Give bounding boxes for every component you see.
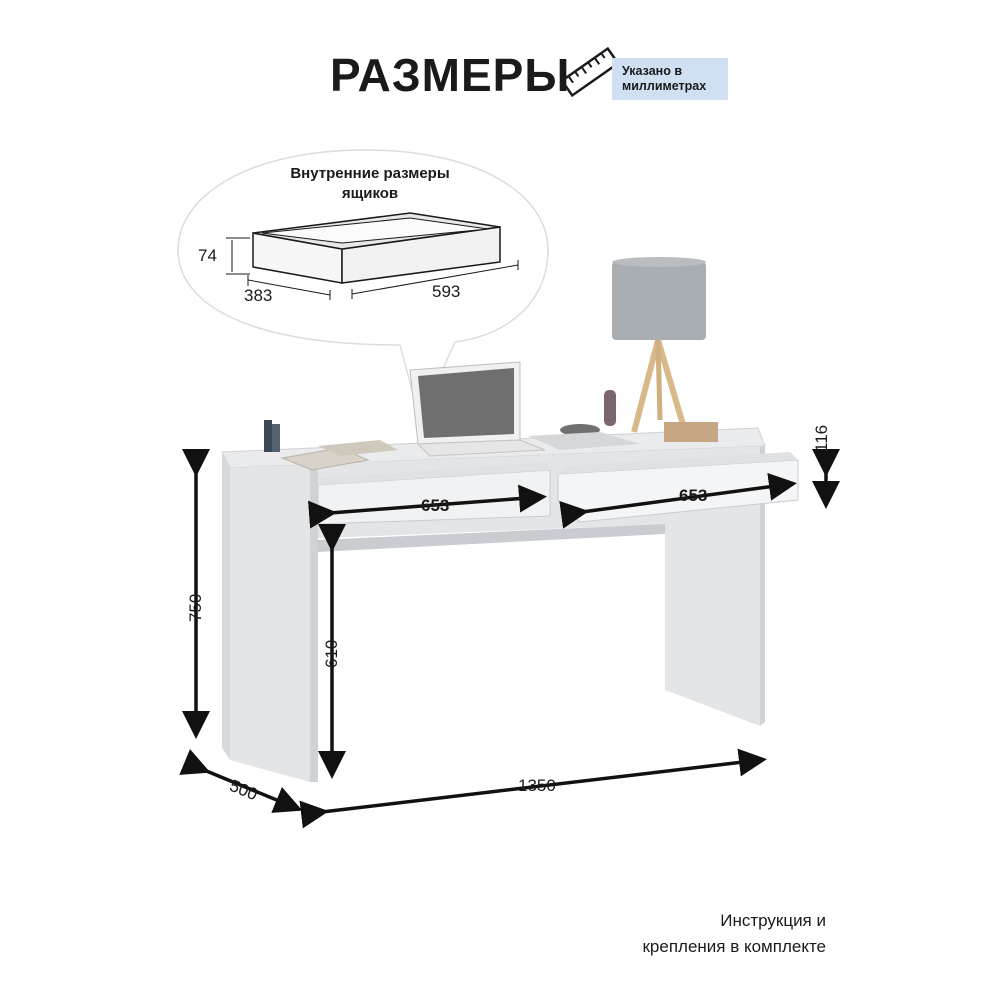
- ruler-icon: [560, 46, 620, 98]
- knee-height-label: 610: [322, 639, 341, 668]
- length-arrow: [299, 748, 767, 829]
- length-label: 1350: [518, 776, 556, 795]
- drawer-depth-label: 383: [244, 286, 273, 305]
- drawer-callout-bubble: [177, 149, 549, 423]
- right-drawer-width-label: 653: [679, 486, 708, 505]
- units-note-box: [612, 58, 728, 100]
- drawer-height-label: 74: [198, 246, 217, 265]
- drawer-box-drawing: [252, 212, 501, 284]
- page-title: РАЗМЕРЫ: [330, 49, 571, 101]
- footer-note: Инструкция и крепления в комплекте: [520, 908, 826, 960]
- left-drawer-width-label: 653: [421, 496, 450, 515]
- drawer-width-arrow-right: [559, 472, 797, 529]
- desk-dimension-arrows: [179, 449, 840, 829]
- footer-line-2: крепления в комплекте: [642, 937, 826, 956]
- drawer-height-label-116: 116: [812, 424, 831, 452]
- drawer-width-arrow-left: [307, 484, 547, 529]
- drawer-width-label: 593: [432, 282, 461, 301]
- depth-arrow: [179, 749, 303, 813]
- drawer-dimension-lines: [226, 237, 519, 300]
- total-height-label: 750: [186, 593, 205, 622]
- drawer-callout-title: Внутренние размеры ящиков: [290, 165, 450, 202]
- units-note: Указано в миллиметрах: [622, 64, 707, 93]
- footer-line-1: Инструкция и: [720, 911, 826, 930]
